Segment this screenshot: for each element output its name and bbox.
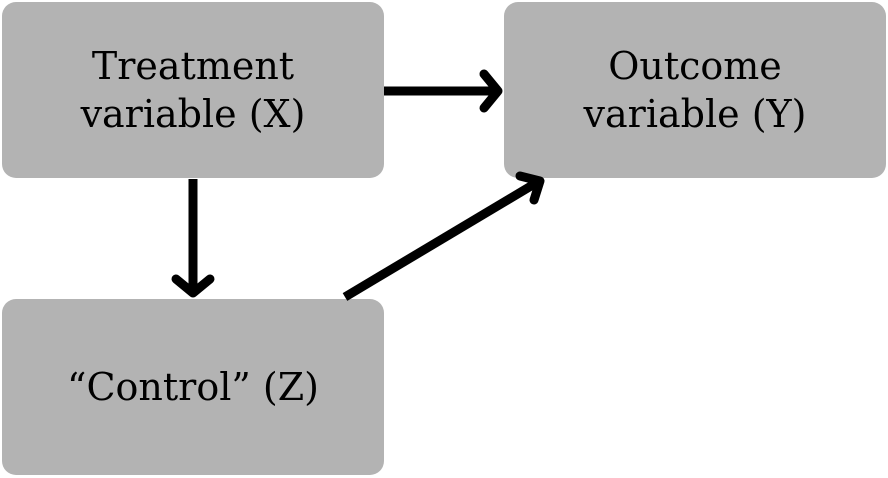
arrowhead xyxy=(171,274,215,298)
outcome-node: Outcome variable (Y) xyxy=(504,2,886,178)
treatment-label-line1: Treatment xyxy=(91,44,295,88)
outcome-label-line1: Outcome xyxy=(608,44,782,88)
arrow-treatment-to-outcome xyxy=(384,69,503,113)
arrowhead xyxy=(479,69,503,113)
treatment-node: Treatment variable (X) xyxy=(2,2,384,178)
outcome-label-line2: variable (Y) xyxy=(583,92,807,136)
arrow-shaft xyxy=(342,179,539,301)
arrow-treatment-to-control xyxy=(171,179,215,298)
arrowhead xyxy=(515,171,545,205)
treatment-label-line2: variable (X) xyxy=(80,92,306,136)
arrow-control-to-outcome xyxy=(342,171,545,301)
control-node: “Control” (Z) xyxy=(2,299,384,475)
control-label: “Control” (Z) xyxy=(67,365,319,409)
